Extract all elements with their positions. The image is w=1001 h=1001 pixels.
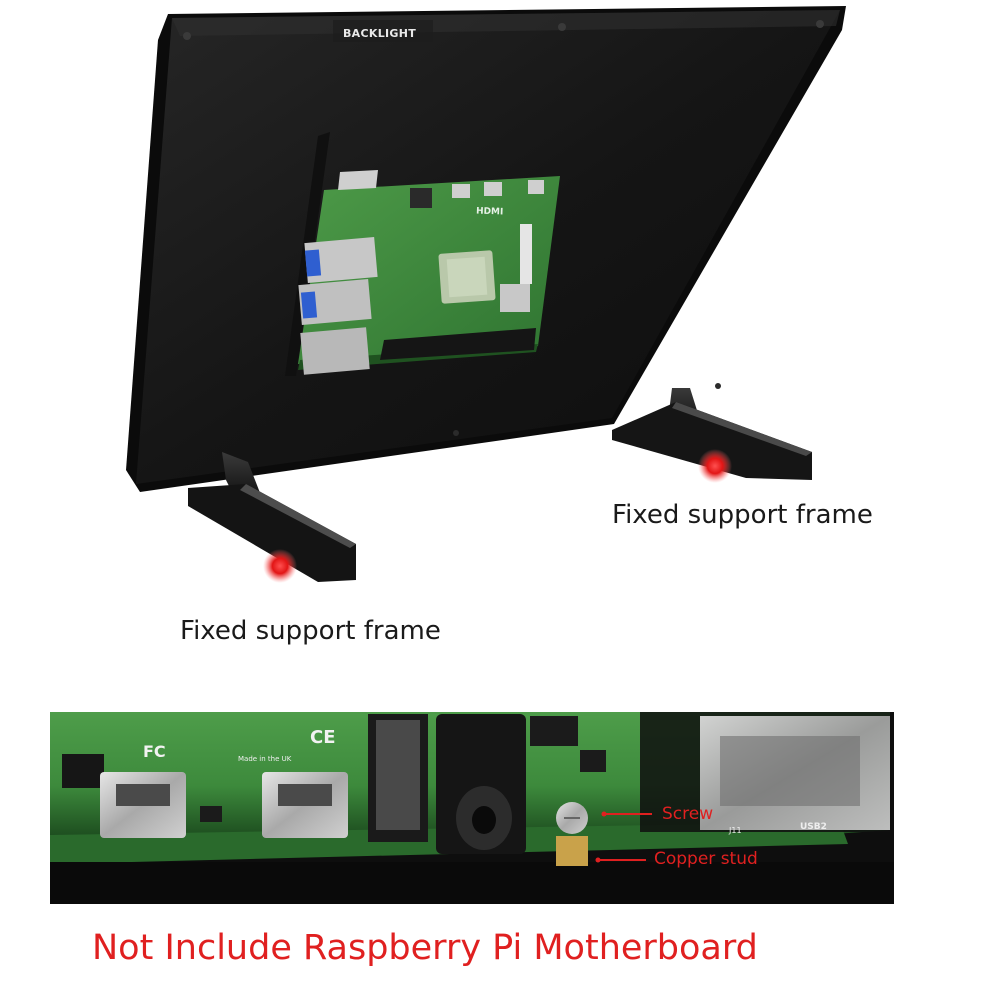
support-foot-left (188, 452, 356, 582)
support-frame-label-right: Fixed support frame (612, 500, 873, 530)
support-foot-right (612, 388, 812, 480)
marker-dot-left (263, 549, 297, 583)
ce-mark: CE (310, 727, 336, 748)
disclaimer-text: Not Include Raspberry Pi Motherboard (92, 928, 758, 968)
j11-silkscreen: J11 (729, 826, 742, 835)
closeup-photo (50, 712, 894, 904)
raspberry-pi-board (285, 132, 560, 376)
hdmi-silkscreen: HDMI (475, 206, 504, 218)
marker-dot-right (698, 449, 732, 483)
fc-mark: FC (143, 742, 166, 761)
usb2-silkscreen: USB2 (800, 822, 827, 832)
backlight-silkscreen: BACKLIGHT (343, 27, 417, 40)
copper-stud-label: Copper stud (654, 849, 758, 869)
made-in-silkscreen: Made in the UK (238, 755, 292, 763)
screw-label: Screw (662, 804, 714, 824)
support-frame-label-left: Fixed support frame (180, 616, 441, 646)
